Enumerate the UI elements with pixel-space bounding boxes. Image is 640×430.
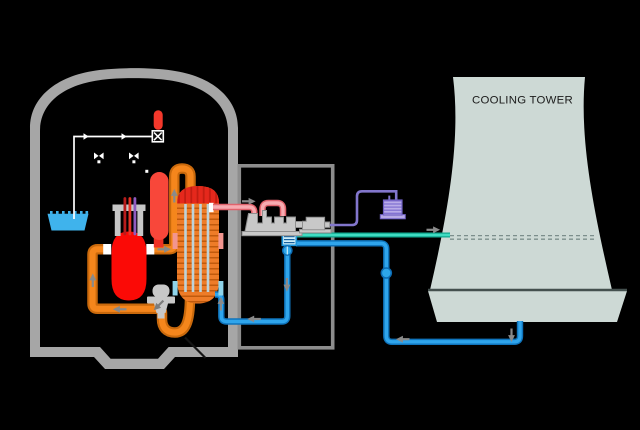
sg-tubesheet-tab xyxy=(172,281,178,296)
electric-transmission-line xyxy=(330,190,398,227)
sg-nozzle-tab xyxy=(172,233,178,249)
containment-sump-leader-line xyxy=(184,336,207,359)
circulating-pump-icon xyxy=(380,267,393,279)
circulating-water-line xyxy=(296,240,524,345)
generator xyxy=(302,216,326,231)
flow-arrow-icon xyxy=(426,226,441,234)
cooling-tower: COOLING TOWER xyxy=(428,77,627,322)
generator-shaft-stub xyxy=(324,221,331,228)
spray-system xyxy=(73,110,165,219)
turbine xyxy=(244,210,296,232)
relief-capsule xyxy=(153,110,163,130)
control-rods xyxy=(123,197,137,236)
pressurizer xyxy=(150,172,169,240)
spray-droplet-icon xyxy=(145,169,149,173)
spray-flow-arrow-icon xyxy=(83,133,89,140)
cooling-tower-label: COOLING TOWER xyxy=(472,95,573,107)
sg-tubesheet-tab xyxy=(218,281,224,296)
spray-flow-arrow-icon xyxy=(121,133,127,140)
steam-generator xyxy=(177,186,219,304)
feedwater-line xyxy=(215,245,291,325)
turbine-building xyxy=(237,164,335,350)
steam-outlet-collar xyxy=(209,202,214,213)
water-pool xyxy=(47,211,89,231)
containment-building xyxy=(30,68,238,370)
sprinkler-icon xyxy=(129,152,139,164)
steam-generator-tubes xyxy=(184,204,210,292)
sprinkler-icon xyxy=(94,152,104,164)
reactor-nozzle-collar xyxy=(103,244,112,255)
turbine-generator-set xyxy=(241,210,332,237)
sg-nozzle-tab xyxy=(218,233,224,249)
turbine-base-plate xyxy=(241,231,303,237)
pool-surface-ticks xyxy=(50,211,89,214)
turbine-shaft xyxy=(295,221,303,228)
reactor-nozzle-collar xyxy=(146,244,155,255)
pressurizer-surge-line xyxy=(153,233,164,248)
spray-valve-icon xyxy=(151,130,165,143)
reactor-vessel xyxy=(111,231,147,301)
flow-arrow-icon xyxy=(242,197,256,205)
transformer xyxy=(379,195,406,220)
main-steam-line xyxy=(213,199,287,216)
reactor-coolant-pump xyxy=(147,284,175,319)
condensate-pump-icon xyxy=(281,245,293,256)
cooling-tower-shell xyxy=(430,77,612,290)
cooling-tower-basin xyxy=(428,291,627,322)
